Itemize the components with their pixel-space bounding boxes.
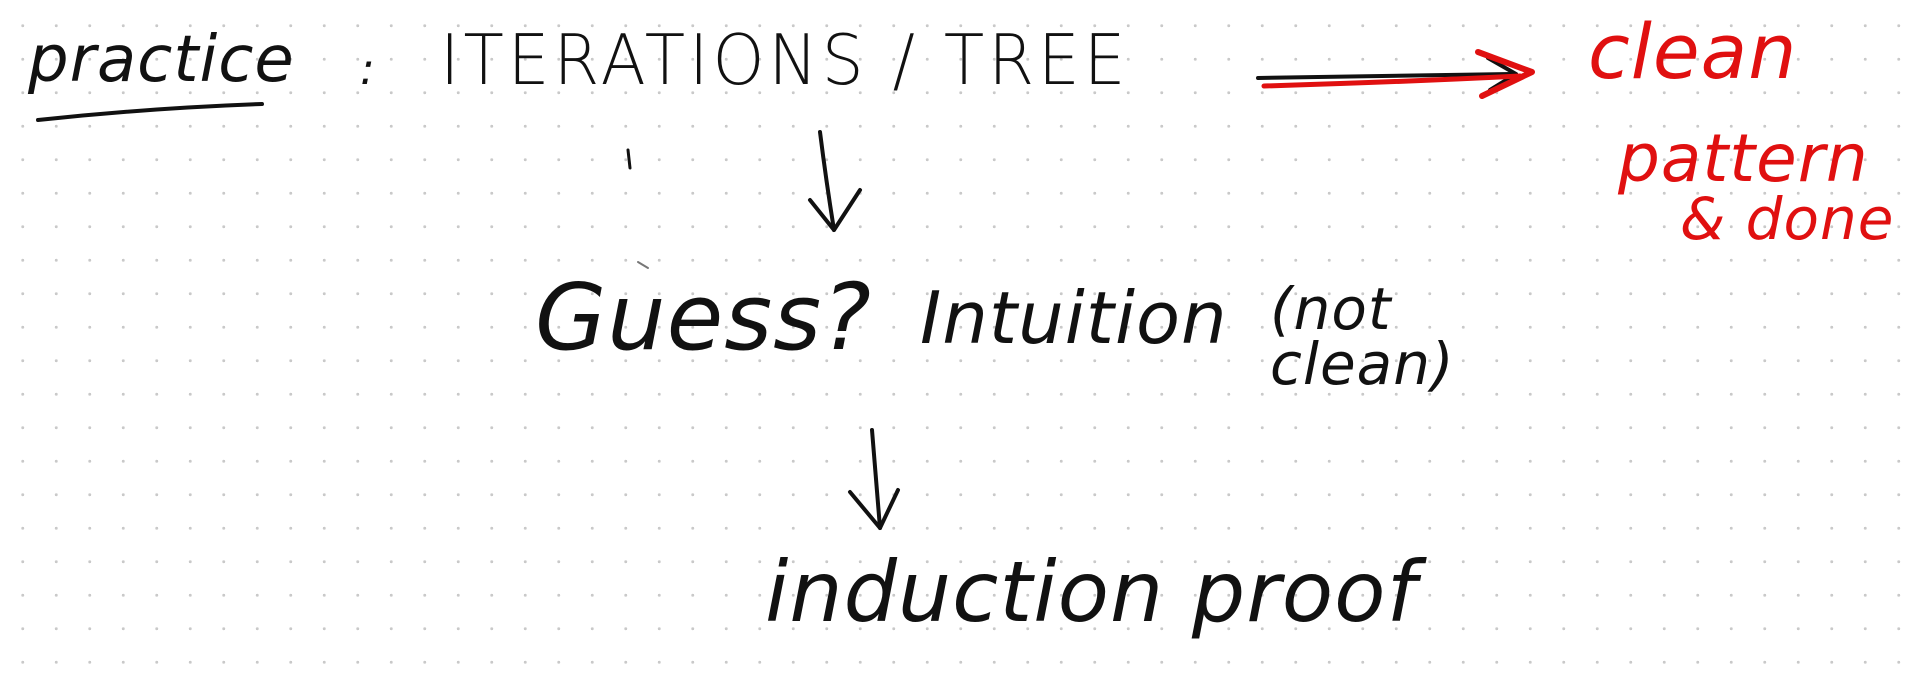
red-right-arrow-icon (1261, 49, 1535, 99)
not-clean-text: (not clean) (1270, 275, 1455, 399)
pattern-text: pattern (1618, 120, 1869, 197)
stray-mark-2 (637, 261, 649, 269)
intuition-text: Intuition (920, 276, 1228, 360)
induction-proof-text: induction proof (765, 543, 1418, 641)
iterations-tree-text: ITERATIONS / TREE (440, 20, 1130, 101)
clean-text: clean (1588, 7, 1798, 96)
down-arrow-icon-2 (848, 428, 900, 530)
down-arrow-icon (808, 130, 862, 232)
practice-text: practice (28, 23, 295, 97)
practice-underline (36, 102, 264, 122)
separator-colon: : (360, 44, 376, 95)
stray-mark (626, 148, 632, 170)
done-text: & done (1680, 185, 1895, 253)
guess-text: Guess? (535, 264, 872, 371)
